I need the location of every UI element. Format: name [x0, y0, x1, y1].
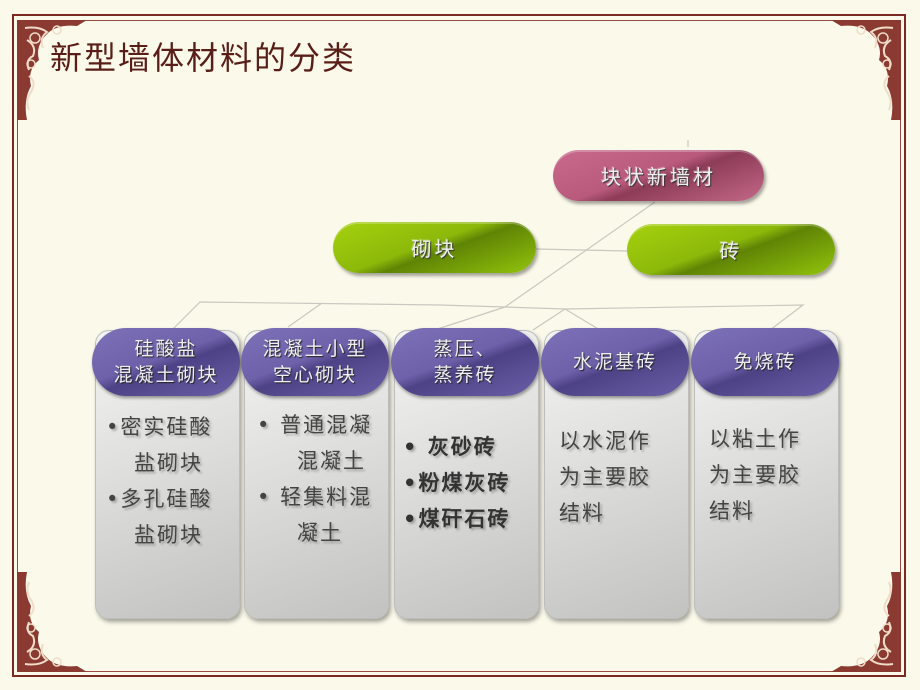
text-line: 结料	[559, 501, 605, 525]
list-item-continuation: 混凝土	[297, 449, 366, 473]
card-header: 水泥基砖	[541, 328, 689, 396]
card-header: 硅酸盐 混凝土砌块	[92, 328, 240, 396]
level1-node-label: 砌块	[411, 237, 458, 261]
card-body: • 普通混凝 混凝土 • 轻集料混 凝土	[257, 407, 384, 551]
text-line: 为主要胶	[709, 463, 801, 487]
category-card-autoclaved-brick: 蒸压、 蒸养砖 • 灰砂砖 •粉煤灰砖 •煤矸石砖	[391, 328, 539, 619]
list-item-continuation: 盐砌块	[134, 451, 203, 475]
card-header: 蒸压、 蒸养砖	[391, 328, 539, 396]
corner-ornament-icon	[831, 572, 901, 672]
corner-ornament-icon	[17, 20, 87, 120]
root-node-block-new-wall-materials: 块状新墙材	[553, 150, 764, 201]
card-header: 混凝土小型 空心砌块	[241, 328, 389, 396]
level1-node-blocks: 砌块	[333, 222, 536, 273]
list-item-continuation: 盐砌块	[134, 523, 203, 547]
list-item: • 灰砂砖	[403, 435, 497, 459]
list-item: • 普通混凝	[257, 413, 373, 437]
card-header: 免烧砖	[691, 328, 839, 396]
card-body: 以粘土作 为主要胶 结料	[709, 421, 834, 529]
slide-title: 新型墙体材料的分类	[50, 39, 357, 77]
text-line: 以水泥作	[559, 429, 651, 453]
list-item: •多孔硅酸	[106, 487, 213, 511]
slide-frame-outer	[12, 14, 906, 677]
text-line: 结料	[709, 499, 755, 523]
list-item: •粉煤灰砖	[403, 471, 511, 495]
card-body: • 灰砂砖 •粉煤灰砖 •煤矸石砖	[403, 429, 534, 537]
slide-frame-inner	[17, 20, 901, 672]
category-card-cement-brick: 水泥基砖 以水泥作 为主要胶 结料	[541, 328, 689, 619]
text-line: 为主要胶	[559, 465, 651, 489]
list-item: •煤矸石砖	[403, 507, 511, 531]
level1-node-label: 砖	[719, 239, 743, 263]
card-body: •密实硅酸 盐砌块 •多孔硅酸 盐砌块	[106, 409, 235, 553]
card-body: 以水泥作 为主要胶 结料	[559, 423, 684, 531]
list-item-continuation: 凝土	[297, 521, 343, 545]
list-item: • 轻集料混	[257, 485, 373, 509]
category-card-unfired-brick: 免烧砖 以粘土作 为主要胶 结料	[691, 328, 839, 619]
root-node-label: 块状新墙材	[601, 165, 716, 189]
level1-node-bricks: 砖	[627, 224, 835, 275]
text-line: 以粘土作	[709, 427, 801, 451]
category-card-silicate-concrete-block: 硅酸盐 混凝土砌块 •密实硅酸 盐砌块 •多孔硅酸 盐砌块	[92, 328, 240, 619]
category-card-concrete-hollow-block: 混凝土小型 空心砌块 • 普通混凝 混凝土 • 轻集料混 凝土	[241, 328, 389, 619]
list-item: •密实硅酸	[106, 415, 213, 439]
corner-ornament-icon	[831, 20, 901, 120]
corner-ornament-icon	[17, 572, 87, 672]
